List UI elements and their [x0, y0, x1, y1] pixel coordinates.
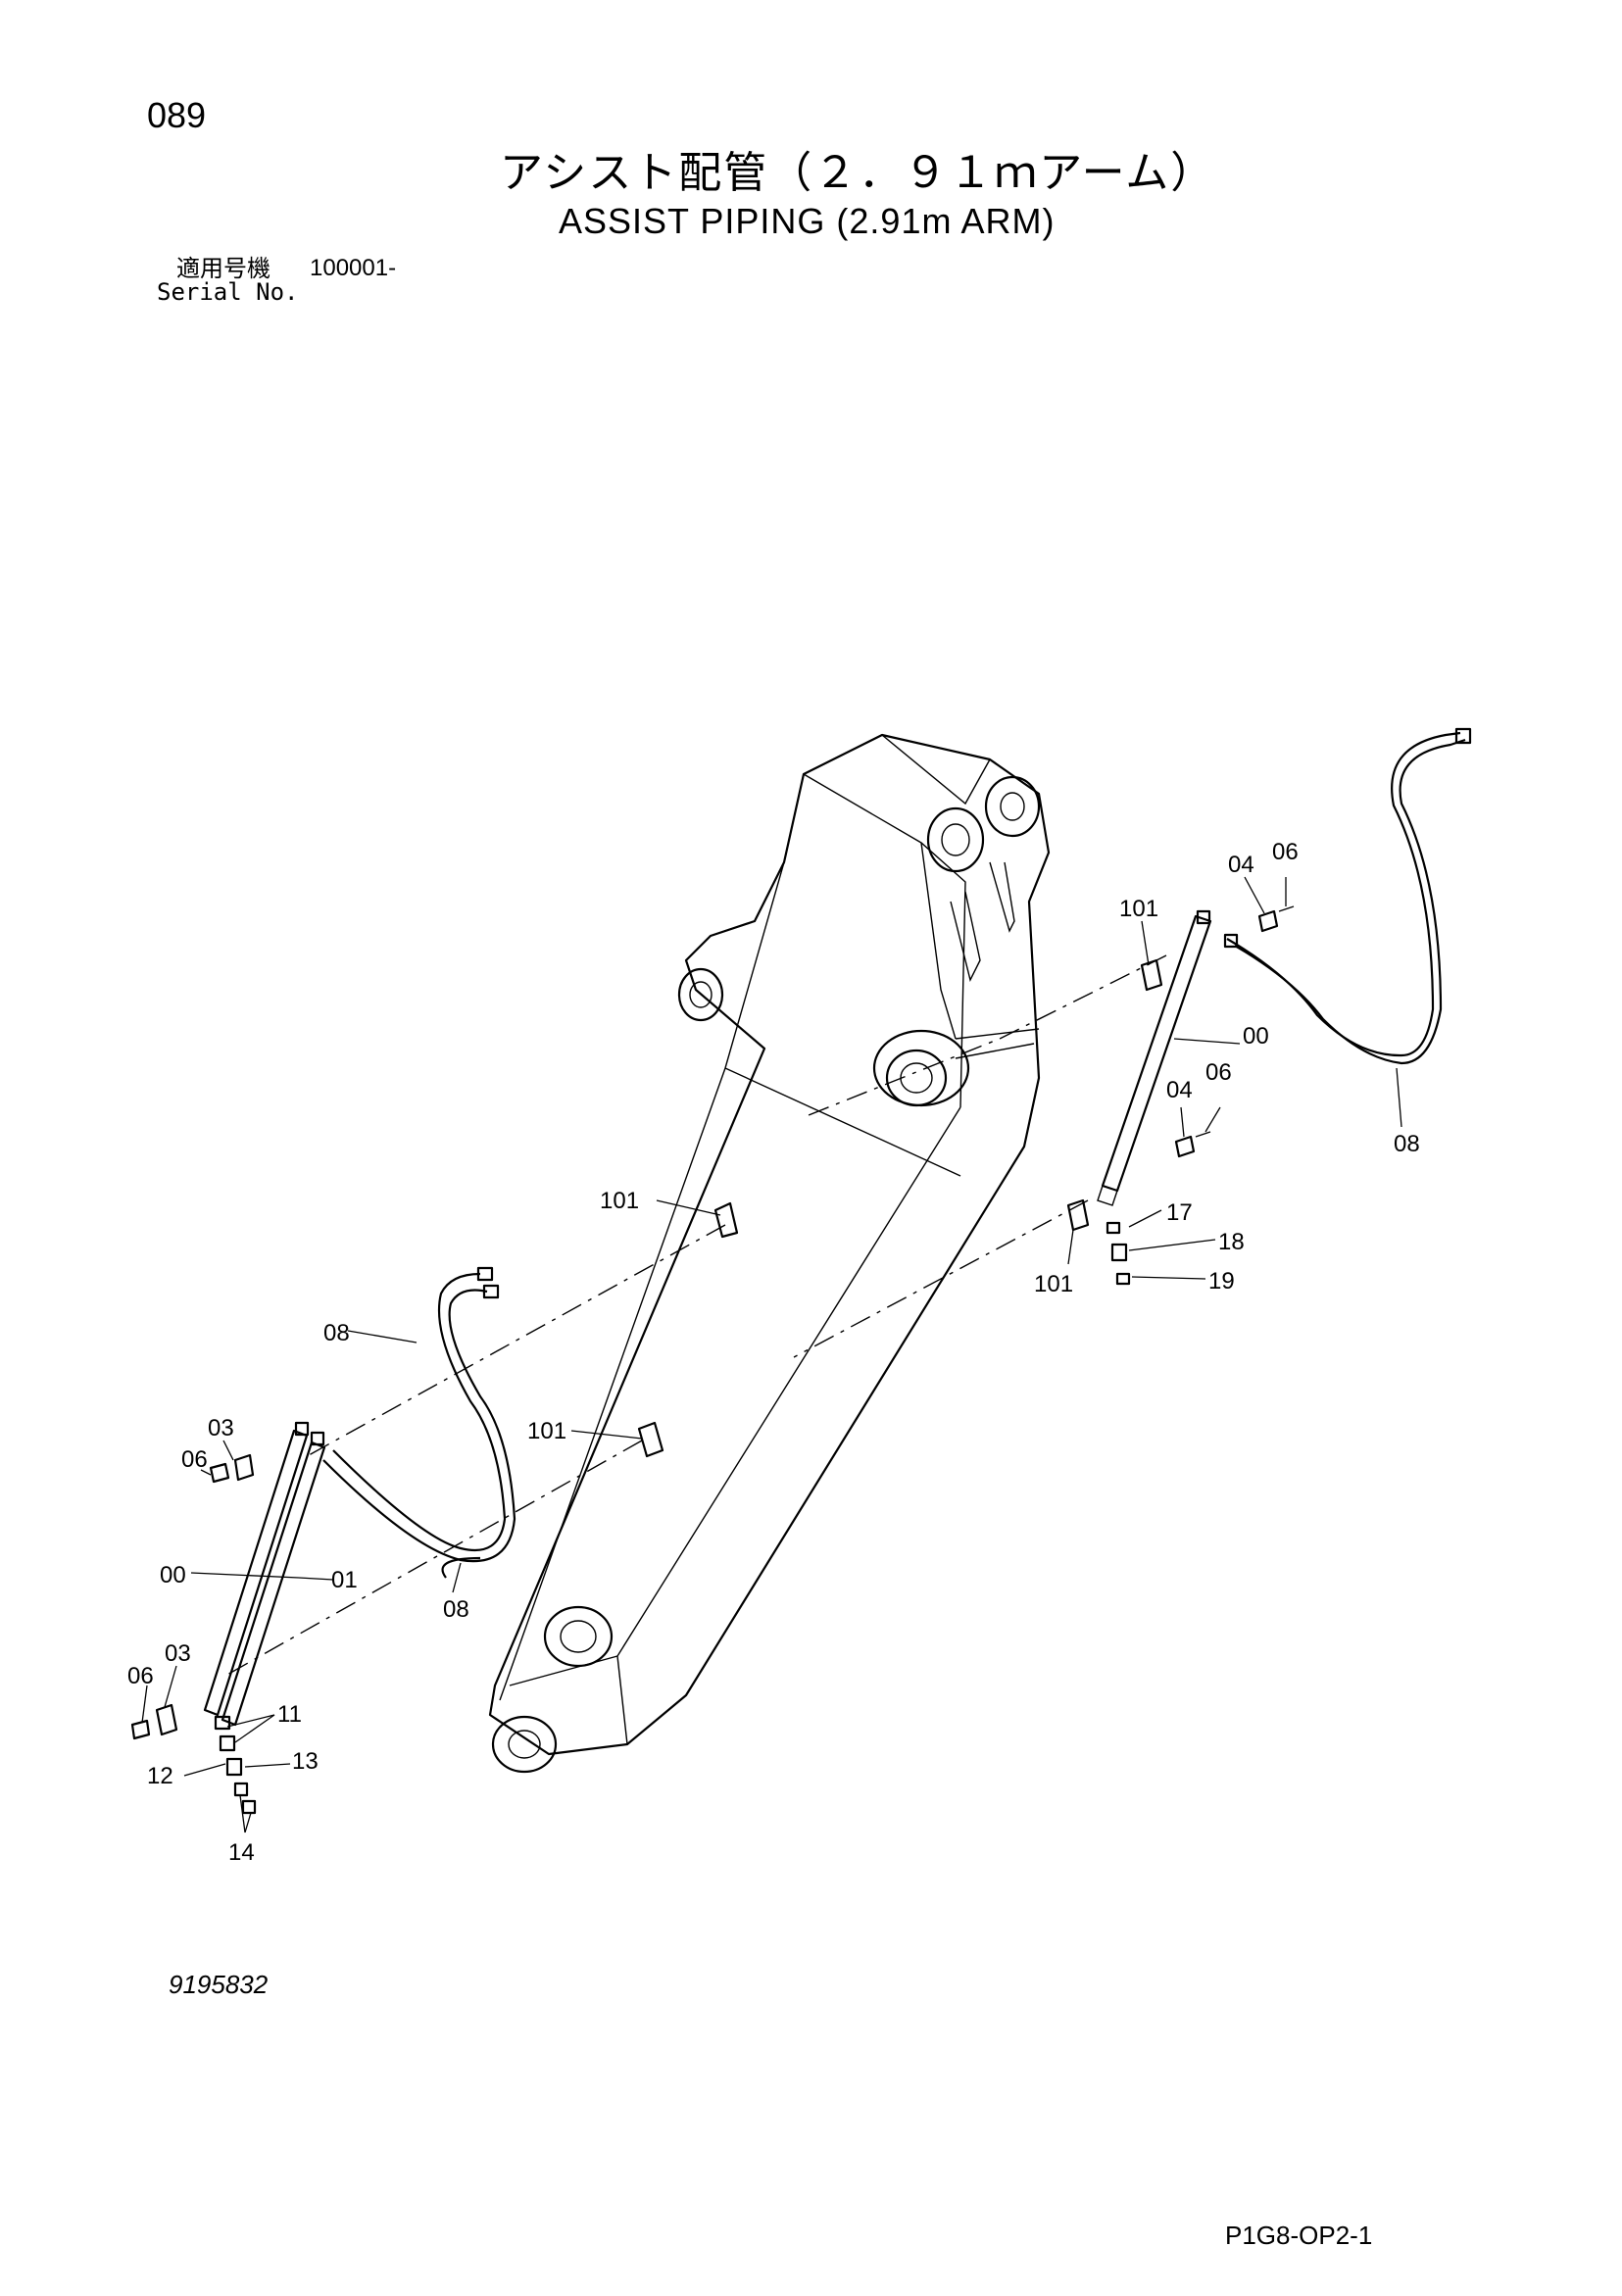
callout-06-left-upper: 06	[181, 1446, 208, 1473]
callout-03-lower: 03	[165, 1640, 191, 1667]
callout-04-upper: 04	[1228, 852, 1254, 878]
serial-number-range: 100001-	[310, 255, 397, 281]
sheet-code: P1G8-OP2-1	[1225, 2221, 1373, 2250]
callout-06-upper: 06	[1272, 839, 1299, 865]
callout-08-left-lower: 08	[443, 1596, 469, 1623]
right-pipe-group	[1066, 727, 1472, 1286]
page-number: 089	[147, 95, 207, 135]
drawing-number: 9195832	[169, 1970, 269, 1999]
arm-body	[488, 733, 1051, 1774]
callout-14: 14	[228, 1839, 255, 1866]
callout-01: 01	[331, 1567, 358, 1593]
callout-04-lower: 04	[1166, 1077, 1193, 1103]
callout-03-upper: 03	[208, 1415, 234, 1441]
serial-label-japanese: 適用号機	[176, 255, 270, 282]
callout-08-left-upper: 08	[323, 1320, 350, 1346]
callout-17: 17	[1166, 1199, 1193, 1226]
callout-06-lower: 06	[1205, 1059, 1232, 1086]
callout-101-upper: 101	[1119, 896, 1158, 922]
callout-08-right: 08	[1394, 1131, 1420, 1157]
callout-101-lower-right: 101	[1034, 1271, 1073, 1297]
left-pipe-group	[130, 1266, 516, 1815]
center-clamp-brackets	[637, 1201, 739, 1458]
callout-06-left-lower: 06	[127, 1663, 154, 1689]
serial-label-english: Serial No.	[157, 278, 299, 306]
callout-18: 18	[1218, 1229, 1245, 1255]
callout-00-left: 00	[160, 1562, 186, 1588]
callout-11: 11	[277, 1701, 302, 1728]
callout-leaders	[141, 876, 1402, 1833]
callout-12: 12	[147, 1763, 173, 1789]
assembly-center-lines	[224, 954, 1167, 1677]
callout-labels: 04 06 101 00 08 04 06 17 18 19 101 101 1…	[127, 839, 1420, 1866]
title-japanese: アシスト配管（２．９１ｍアーム）	[500, 148, 1216, 198]
callout-19: 19	[1208, 1268, 1235, 1295]
callout-101-center-lower: 101	[527, 1418, 566, 1444]
title-english: ASSIST PIPING (2.91m ARM)	[559, 201, 1056, 241]
callout-13: 13	[292, 1748, 319, 1775]
callout-101-center-upper: 101	[600, 1188, 639, 1214]
callout-00-right: 00	[1243, 1023, 1269, 1050]
